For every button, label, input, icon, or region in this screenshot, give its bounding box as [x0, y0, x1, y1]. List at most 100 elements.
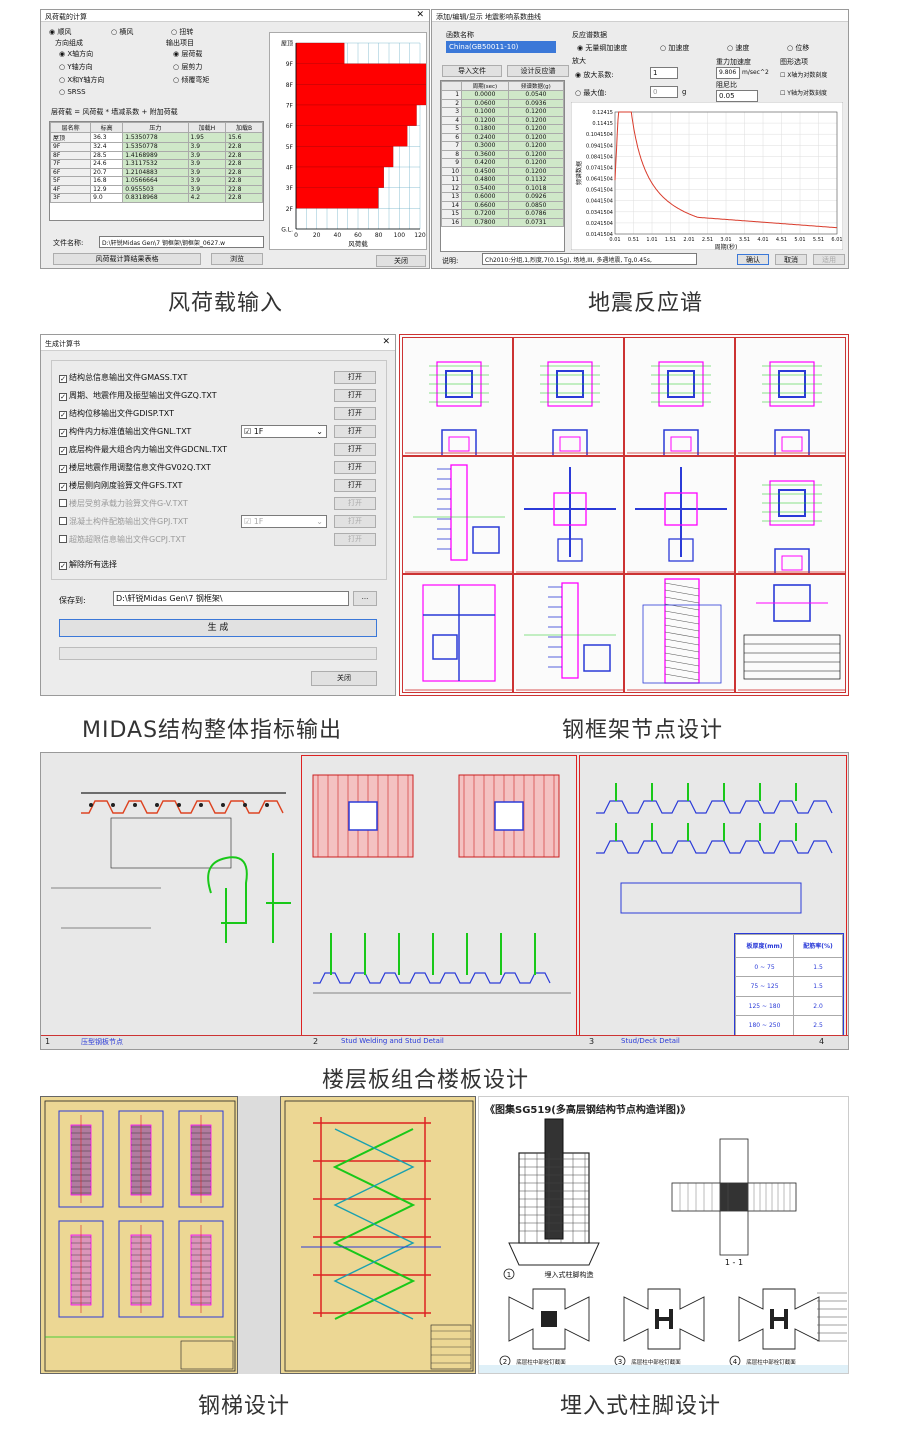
close-icon[interactable]: ✕	[382, 337, 390, 347]
table-cell[interactable]: 0.3600	[461, 149, 509, 159]
table-cell[interactable]: 5F	[50, 176, 92, 186]
table-cell[interactable]: 32.4	[90, 142, 124, 152]
log-y-checkbox[interactable]: ☐ Y轴为对数刻度	[780, 90, 827, 97]
close-icon[interactable]: ✕	[416, 10, 424, 20]
table-cell[interactable]: 22.8	[225, 159, 263, 169]
table-cell[interactable]: 22.8	[225, 150, 263, 160]
table-cell[interactable]: 5	[441, 124, 463, 134]
log-x-checkbox[interactable]: ☐ X轴为对数刻度	[780, 72, 828, 79]
table-cell[interactable]: 0.0926	[507, 192, 564, 202]
table-cell[interactable]: 9	[441, 158, 463, 168]
table-cell[interactable]: 0.1200	[461, 115, 509, 125]
table-cell[interactable]: 0.8318968	[122, 193, 189, 203]
table-cell[interactable]: 0.4800	[461, 175, 509, 185]
table-cell[interactable]: 6	[441, 132, 463, 142]
table-cell[interactable]: 0.6000	[461, 192, 509, 202]
gravity-input[interactable]: 9.806	[716, 67, 740, 79]
table-cell[interactable]: 1.2104883	[122, 167, 189, 177]
radio-dir-x[interactable]: ◉ X轴方向	[59, 50, 94, 58]
table-cell[interactable]: 0.0786	[507, 209, 564, 219]
table-cell[interactable]: 0.1200	[507, 158, 564, 168]
table-cell[interactable]: 0.7800	[461, 217, 509, 227]
table-cell[interactable]: 0.1200	[507, 115, 564, 125]
table-cell[interactable]: 4F	[50, 184, 92, 194]
table-cell[interactable]: 9.0	[90, 193, 124, 203]
table-cell[interactable]: 22.8	[225, 193, 263, 203]
table-cell[interactable]: 8F	[50, 150, 92, 160]
table-cell[interactable]: 0.1200	[507, 141, 564, 151]
table-cell[interactable]: 0.1200	[507, 149, 564, 159]
radio-dir-srss[interactable]: ○ SRSS	[59, 88, 86, 96]
open-file-button[interactable]: 打开	[334, 407, 376, 420]
clear-all-checkbox[interactable]: ✓解除所有选择	[59, 559, 117, 570]
open-file-button[interactable]: 打开	[334, 479, 376, 492]
output-file-checkbox[interactable]: ✓构件内力标准值输出文件GNL.TXT	[59, 426, 191, 437]
table-cell[interactable]: 22.8	[225, 142, 263, 152]
radio-max-value[interactable]: ○ 最大值:	[575, 89, 607, 97]
table-cell[interactable]: 4.2	[187, 193, 227, 203]
open-file-button[interactable]: 打开	[334, 371, 376, 384]
table-cell[interactable]: 3.9	[187, 159, 227, 169]
output-file-checkbox[interactable]: 楼层受剪承载力验算文件G-V.TXT	[59, 498, 188, 509]
open-file-button[interactable]: 打开	[334, 515, 376, 528]
table-cell[interactable]: 12.9	[90, 184, 124, 194]
file-name-input[interactable]: D:\轩锐Midas Gen\7 钢框架\钢框架_0627.w	[99, 236, 264, 248]
table-cell[interactable]: 8	[441, 149, 463, 159]
table-cell[interactable]: 0.0600	[461, 98, 509, 108]
table-cell[interactable]: 0.7200	[461, 209, 509, 219]
table-cell[interactable]: 0.1800	[461, 124, 509, 134]
output-file-checkbox[interactable]: 混凝土构件配筋输出文件GPJ.TXT	[59, 516, 188, 527]
table-cell[interactable]: 3.9	[187, 150, 227, 160]
table-cell[interactable]: 11	[441, 175, 463, 185]
generate-button[interactable]: 生 成	[59, 619, 377, 637]
table-cell[interactable]: 22.8	[225, 184, 263, 194]
table-cell[interactable]: 0.0850	[507, 200, 564, 210]
radio-velocity[interactable]: ○ 速度	[727, 44, 750, 52]
table-cell[interactable]: 3.9	[187, 142, 227, 152]
open-file-button[interactable]: 打开	[334, 461, 376, 474]
browse-path-button[interactable]: ...	[353, 591, 377, 606]
table-cell[interactable]: 1.3117532	[122, 159, 189, 169]
table-cell[interactable]: 16	[441, 217, 463, 227]
table-cell[interactable]: 0.1200	[507, 132, 564, 142]
import-file-button[interactable]: 导入文件	[442, 65, 502, 77]
table-cell[interactable]: 20.7	[90, 167, 124, 177]
amp-factor-input[interactable]: 1	[650, 67, 678, 79]
open-file-button[interactable]: 打开	[334, 497, 376, 510]
open-file-button[interactable]: 打开	[334, 389, 376, 402]
radio-torsion[interactable]: ○ 扭转	[171, 28, 194, 36]
table-cell[interactable]: 1.5350778	[122, 142, 189, 152]
table-cell[interactable]: 0.1200	[507, 124, 564, 134]
table-cell[interactable]: 屋顶	[50, 132, 92, 143]
table-cell[interactable]: 1.95	[187, 132, 227, 143]
function-name-input[interactable]: China(GB50011-10)	[446, 41, 556, 53]
output-file-checkbox[interactable]: ✓结构位移输出文件GDISP.TXT	[59, 408, 174, 419]
table-cell[interactable]: 14	[441, 200, 463, 210]
table-cell[interactable]: 0.0540	[507, 90, 564, 100]
table-cell[interactable]: 4	[441, 115, 463, 125]
damping-input[interactable]: 0.05	[716, 90, 758, 102]
output-file-checkbox[interactable]: 超筋超限信息输出文件GCPJ.TXT	[59, 534, 186, 545]
table-cell[interactable]: 1.0566664	[122, 176, 189, 186]
table-cell[interactable]: 6F	[50, 167, 92, 177]
radio-out-moment[interactable]: ○ 倾覆弯矩	[173, 76, 210, 84]
radio-amp-factor[interactable]: ◉ 放大系数:	[575, 71, 614, 79]
output-file-checkbox[interactable]: ✓楼层地震作用调整信息文件GV02Q.TXT	[59, 462, 211, 473]
output-file-checkbox[interactable]: ✓结构总信息输出文件GMASS.TXT	[59, 372, 187, 383]
table-cell[interactable]: 10	[441, 166, 463, 176]
